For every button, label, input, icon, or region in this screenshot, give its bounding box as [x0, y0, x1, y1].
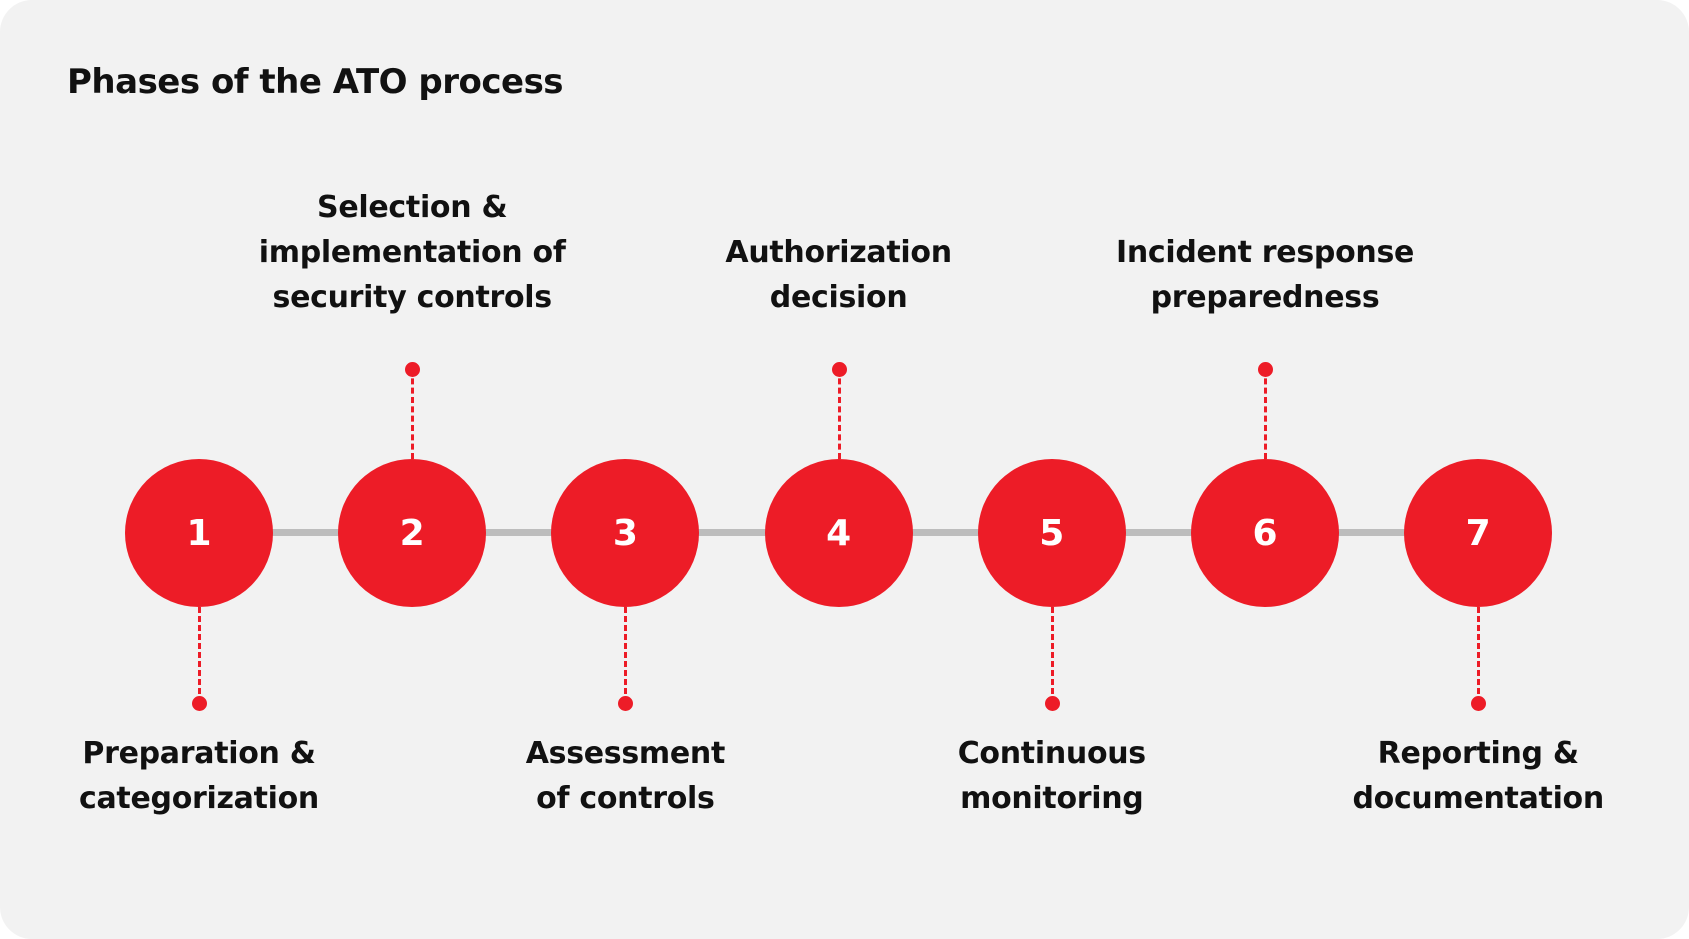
phase-number: 6 — [1252, 512, 1278, 554]
phase-label-line: monitoring — [960, 781, 1144, 816]
phase-circle-2: 2 — [338, 459, 487, 607]
phase-label-line: Authorization — [725, 235, 952, 270]
phase-label: Assessment of controls — [445, 731, 805, 821]
connector-line — [1264, 369, 1267, 459]
phase-circle-5: 5 — [977, 459, 1126, 607]
connector-dot — [1044, 696, 1060, 711]
phase-circle-1: 1 — [125, 459, 273, 607]
connector-line — [198, 607, 201, 703]
connector-dot — [618, 696, 634, 711]
connector-dot — [831, 362, 847, 377]
phase-label-line: security controls — [272, 280, 553, 315]
phase-label: Authorization decision — [659, 230, 1019, 320]
phase-circle-7: 7 — [1404, 459, 1553, 607]
phase-label-line: preparedness — [1150, 280, 1380, 315]
connector-line — [1050, 607, 1054, 703]
phase-label: Continuous monitoring — [872, 731, 1232, 821]
phase-label-line: Assessment — [525, 736, 726, 771]
connector-dot — [405, 362, 421, 377]
phase-circle-6: 6 — [1191, 459, 1339, 607]
phase-circle-3: 3 — [551, 459, 700, 607]
phase-number: 7 — [1465, 512, 1491, 554]
phase-label-line: Reporting & — [1377, 736, 1579, 771]
connector-line — [411, 369, 415, 459]
diagram-title: Phases of the ATO process — [67, 62, 564, 102]
phase-label-line: Continuous — [957, 736, 1146, 771]
phase-label-line: implementation of — [258, 235, 566, 270]
phase-label-line: of controls — [536, 781, 715, 816]
phase-label-line: decision — [769, 280, 908, 315]
phase-label: Preparation & categorization — [19, 731, 379, 821]
phase-label-line: Preparation & — [82, 736, 316, 771]
connector-dot — [192, 696, 207, 711]
connector-dot — [1471, 696, 1487, 711]
phase-number: 4 — [826, 512, 852, 554]
phase-number: 2 — [399, 512, 425, 554]
connector-dot — [1258, 362, 1273, 377]
phase-label: Reporting & documentation — [1298, 731, 1658, 821]
connector-line — [837, 369, 841, 459]
phase-label-line: Incident response — [1115, 235, 1415, 270]
phase-label-line: Selection & — [317, 190, 508, 225]
connector-line — [624, 607, 628, 703]
phase-number: 5 — [1039, 512, 1065, 554]
phase-label: Incident response preparedness — [1085, 230, 1445, 320]
phase-circle-4: 4 — [764, 459, 913, 607]
phase-label: Selection & implementation of security con… — [232, 185, 592, 320]
phase-number: 1 — [186, 512, 212, 554]
phase-number: 3 — [612, 512, 638, 554]
phase-label-line: categorization — [79, 781, 319, 816]
phase-label-line: documentation — [1352, 781, 1604, 816]
connector-line — [1477, 607, 1481, 703]
